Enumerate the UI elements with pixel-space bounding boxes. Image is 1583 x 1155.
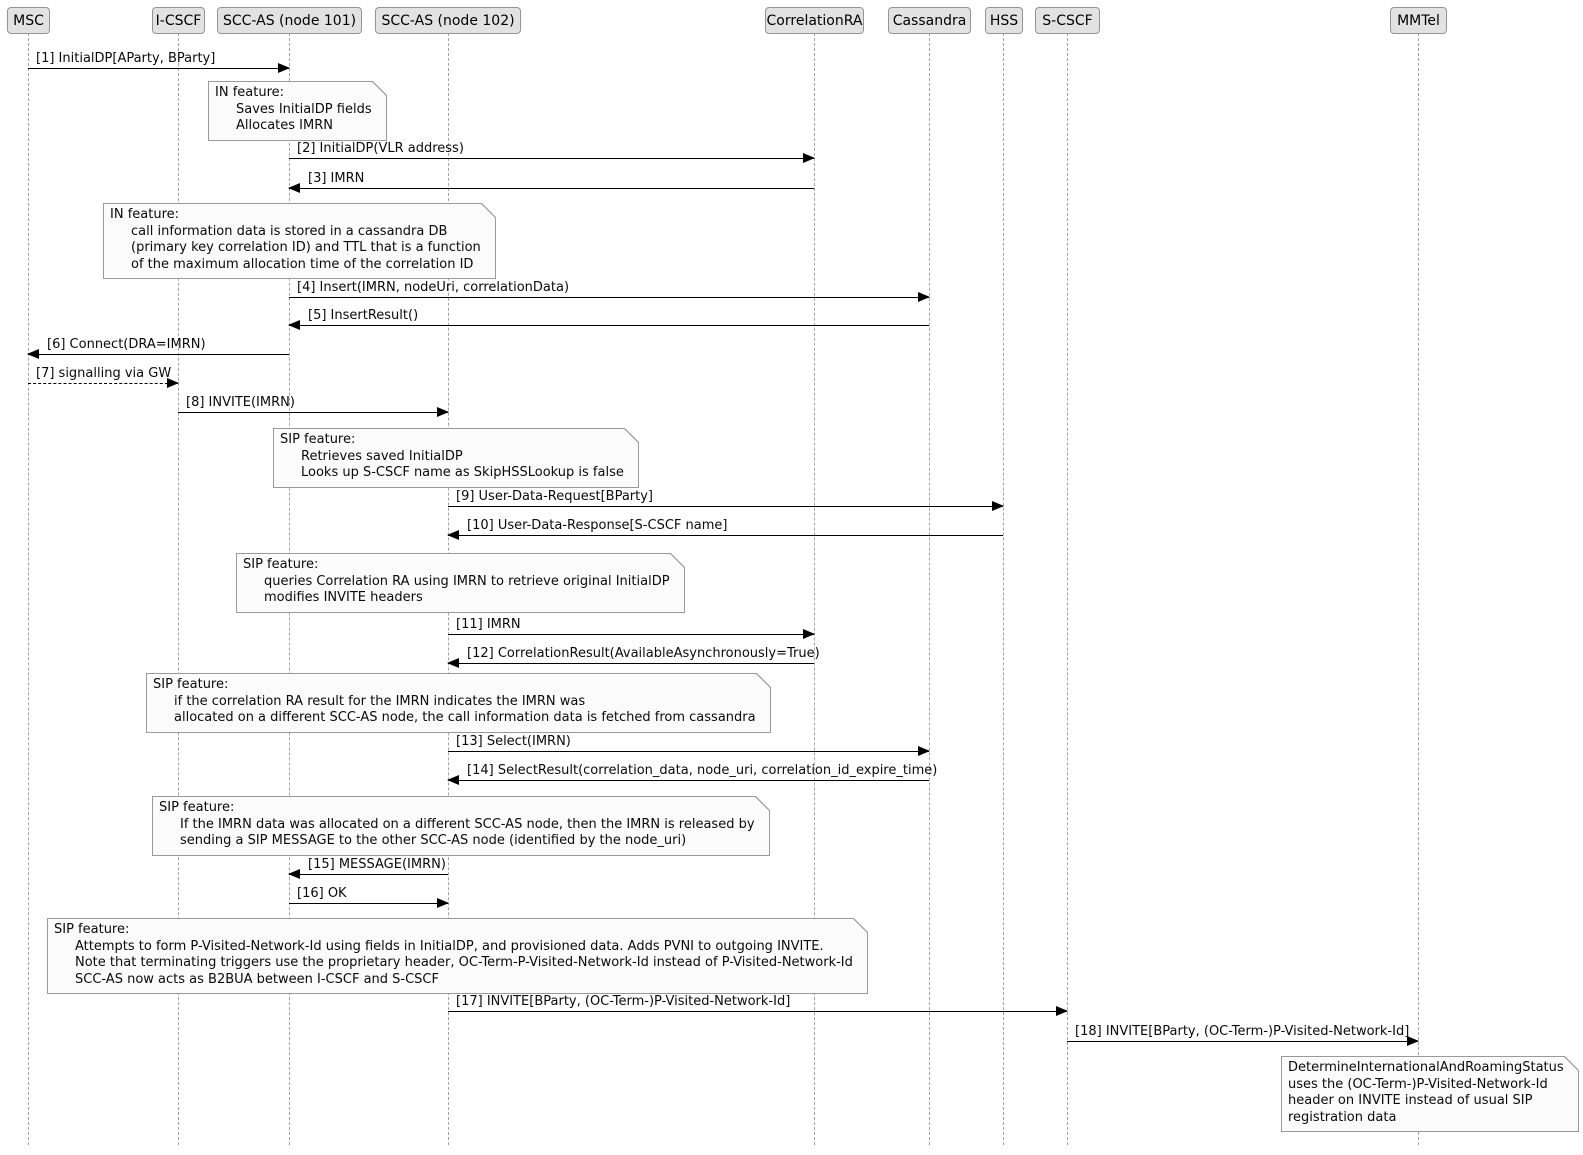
note-fold-icon xyxy=(371,81,387,96)
note-fold-icon xyxy=(1563,1056,1579,1071)
message-4-label: [4] Insert(IMRN, nodeUri, correlationDat… xyxy=(297,280,570,295)
message-11-label: [11] IMRN xyxy=(456,617,521,632)
message-15-label: [15] MESSAGE(IMRN) xyxy=(308,857,446,872)
message-5-label: [5] InsertResult() xyxy=(308,308,419,323)
message-7: [7] signalling via GW xyxy=(28,366,179,388)
message-12: [12] CorrelationResult(AvailableAsynchro… xyxy=(447,646,820,668)
participant-scc-as-102: SCC-AS (node 102) xyxy=(375,7,521,34)
message-18-label: [18] INVITE[BParty, (OC-Term-)P-Visited-… xyxy=(1075,1024,1410,1039)
message-8-label: [8] INVITE(IMRN) xyxy=(186,395,295,410)
message-15: [15] MESSAGE(IMRN) xyxy=(288,857,448,879)
note-sip-feature-retrieves: SIP feature: Retrieves saved InitialDP L… xyxy=(273,428,639,488)
note-sip-feature-queries: SIP feature: queries Correlation RA usin… xyxy=(236,553,685,613)
message-6: [6] Connect(DRA=IMRN) xyxy=(27,337,289,359)
message-10-label: [10] User-Data-Response[S-CSCF name] xyxy=(467,518,728,533)
lifeline-correlationra xyxy=(814,33,815,1145)
participant-s-cscf: S-CSCF xyxy=(1035,7,1100,34)
message-3-label: [3] IMRN xyxy=(308,171,365,186)
lifeline-s-cscf xyxy=(1067,33,1068,1145)
participant-cassandra: Cassandra xyxy=(888,7,971,34)
message-8: [8] INVITE(IMRN) xyxy=(178,395,449,417)
lifeline-msc xyxy=(28,33,29,1145)
note-fold-icon xyxy=(480,203,496,218)
message-13-label: [13] Select(IMRN) xyxy=(456,734,571,749)
note-mmtel-roaming-status: DetermineInternationalAndRoamingStatus u… xyxy=(1281,1056,1579,1132)
message-3: [3] IMRN xyxy=(288,171,814,193)
note-in-feature-save: IN feature: Saves InitialDP fields Alloc… xyxy=(208,81,387,141)
message-16-label: [16] OK xyxy=(297,886,347,901)
message-17-label: [17] INVITE[BParty, (OC-Term-)P-Visited-… xyxy=(456,994,791,1009)
message-4: [4] Insert(IMRN, nodeUri, correlationDat… xyxy=(289,280,930,302)
message-6-label: [6] Connect(DRA=IMRN) xyxy=(47,337,206,352)
message-7-label: [7] signalling via GW xyxy=(36,366,172,381)
message-14: [14] SelectResult(correlation_data, node… xyxy=(447,763,937,785)
message-2-label: [2] InitialDP(VLR address) xyxy=(297,141,464,156)
note-sip-feature-correlation-result: SIP feature: if the correlation RA resul… xyxy=(146,673,771,733)
message-5: [5] InsertResult() xyxy=(288,308,929,330)
participant-correlationra: CorrelationRA xyxy=(765,7,864,34)
participant-scc-as-101: SCC-AS (node 101) xyxy=(217,7,362,34)
message-9: [9] User-Data-Request[BParty] xyxy=(448,489,1004,511)
note-fold-icon xyxy=(852,918,868,933)
lifeline-cassandra xyxy=(929,33,930,1145)
note-fold-icon xyxy=(755,673,771,688)
lifeline-hss xyxy=(1003,33,1004,1145)
note-fold-icon xyxy=(754,796,770,811)
message-13: [13] Select(IMRN) xyxy=(448,734,930,756)
note-fold-icon xyxy=(623,428,639,443)
message-1-label: [1] InitialDP[AParty, BParty] xyxy=(36,51,216,66)
message-17: [17] INVITE[BParty, (OC-Term-)P-Visited-… xyxy=(448,994,1068,1016)
message-12-label: [12] CorrelationResult(AvailableAsynchro… xyxy=(467,646,820,661)
lifeline-mmtel xyxy=(1418,33,1419,1145)
note-fold-icon xyxy=(669,553,685,568)
participant-hss: HSS xyxy=(985,7,1023,34)
lifeline-i-cscf xyxy=(178,33,179,1145)
message-10: [10] User-Data-Response[S-CSCF name] xyxy=(447,518,1003,540)
message-18: [18] INVITE[BParty, (OC-Term-)P-Visited-… xyxy=(1067,1024,1419,1046)
message-9-label: [9] User-Data-Request[BParty] xyxy=(456,489,653,504)
message-11: [11] IMRN xyxy=(448,617,815,639)
participant-mmtel: MMTel xyxy=(1390,7,1447,34)
note-in-feature-cassandra: IN feature: call information data is sto… xyxy=(103,203,496,279)
message-16: [16] OK xyxy=(289,886,449,908)
message-14-label: [14] SelectResult(correlation_data, node… xyxy=(467,763,938,778)
note-sip-feature-release-imrn: SIP feature: If the IMRN data was alloca… xyxy=(152,796,770,856)
note-sip-feature-pvni: SIP feature: Attempts to form P-Visited-… xyxy=(47,918,868,994)
participant-msc: MSC xyxy=(7,7,50,34)
message-1: [1] InitialDP[AParty, BParty] xyxy=(28,51,290,73)
participant-i-cscf: I-CSCF xyxy=(152,7,205,34)
message-2: [2] InitialDP(VLR address) xyxy=(289,141,815,163)
